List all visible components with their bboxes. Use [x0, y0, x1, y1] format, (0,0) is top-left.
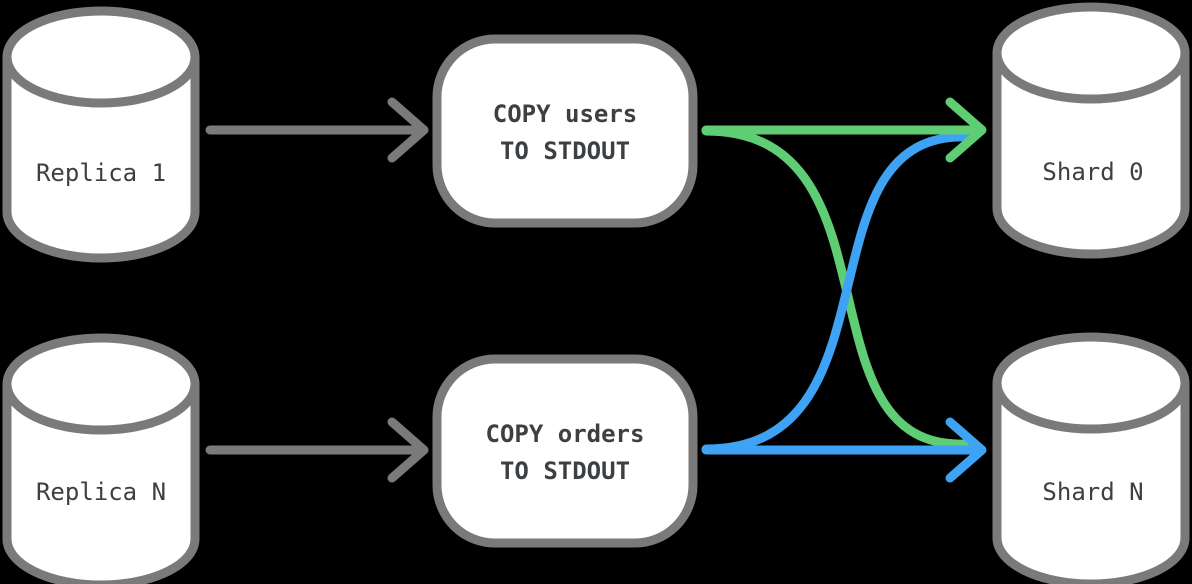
edge-copyusers-to-shardn: [701, 126, 970, 449]
edge-copyusers-to-shard0: [701, 97, 987, 163]
cylinder-top: [2, 333, 200, 435]
copy-orders-label-line2: TO STDOUT: [500, 457, 630, 485]
arrowhead-icon: [387, 97, 429, 163]
replica-1-database-icon: [2, 6, 200, 263]
green-cross-curve-layer: [701, 126, 970, 449]
copy-users-label-line2: TO STDOUT: [500, 137, 630, 165]
arrowhead-icon: [945, 97, 987, 163]
replica-1-label: Replica 1: [36, 159, 166, 187]
edge-copyorders-to-shard0: [701, 132, 973, 454]
replica-n-label: Replica N: [36, 478, 166, 506]
cylinder-body: [2, 52, 200, 263]
arrow-replican-to-copyorders: [205, 417, 429, 483]
arrowhead-icon: [387, 417, 429, 483]
copy-orders-label-line1: COPY orders: [486, 420, 645, 448]
shard-n-label: Shard N: [1042, 478, 1143, 506]
cylinder-top: [992, 2, 1190, 104]
copy-users-process-box: [432, 34, 698, 228]
cylinder-body: [2, 379, 200, 584]
copy-orders-process-box: [432, 354, 698, 548]
replica-n-database-icon: [2, 333, 200, 584]
edge-copyorders-to-shardn: [701, 417, 987, 483]
shard-n-database-icon: [992, 332, 1190, 584]
copy-users-label-line1: COPY users: [493, 100, 638, 128]
cylinder-body: [992, 48, 1190, 259]
green-straight-arrow-layer: [701, 97, 987, 163]
cylinder-top: [992, 332, 1190, 434]
labels-layer: Replica 1 Replica N COPY users TO STDOUT…: [36, 100, 1144, 506]
blue-straight-arrow-layer: [701, 417, 987, 483]
arrowhead-icon: [945, 417, 987, 483]
blue-cross-curve-layer: [701, 132, 973, 454]
cylinder-top: [2, 6, 200, 108]
arrow-replica1-to-copyusers: [205, 97, 429, 163]
shard-0-database-icon: [992, 2, 1190, 259]
shard-0-label: Shard 0: [1042, 158, 1143, 186]
